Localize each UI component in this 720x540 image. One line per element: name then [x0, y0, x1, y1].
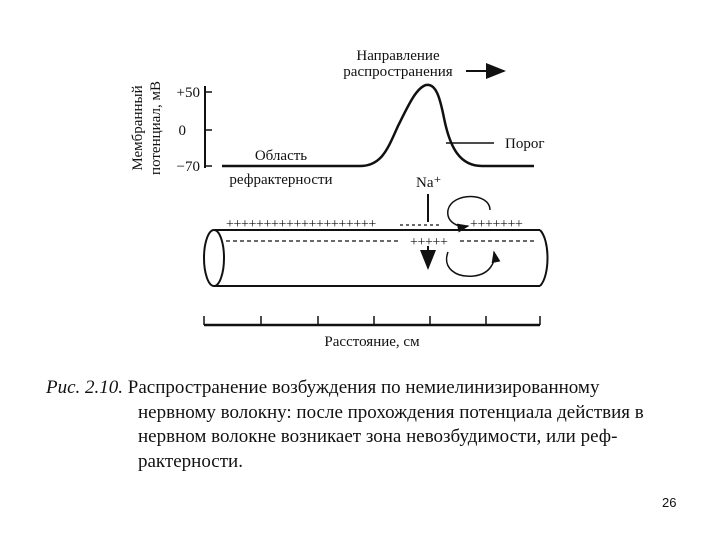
refractory-label-line2: рефрактерности: [229, 172, 332, 188]
inner-current-loop: [445, 250, 501, 277]
outer-positive-charges-left: ++++++++++++++++++++: [226, 217, 376, 232]
threshold-label: Порог: [505, 136, 545, 152]
caption-text-1: Распространение возбуждения по немиелини…: [127, 377, 600, 398]
sodium-ion-label: Na⁺: [416, 175, 441, 191]
y-axis-label: Мембранный потенциал, мВ: [130, 81, 164, 175]
y-axis-label-line2: потенциал, мВ: [148, 81, 164, 175]
outer-positive-charges-right: +++++++: [470, 217, 523, 232]
y-tick-label-50: +50: [177, 85, 200, 101]
y-tick-label-0: 0: [179, 123, 187, 139]
nerve-fiber-diagram: Мембранный потенциал, мВ +50 0 −70 Напра…: [130, 48, 549, 350]
inner-positive-charges: +++++: [410, 235, 448, 250]
caption-line-1: Рис. 2.10. Распространение возбуждения п…: [46, 376, 666, 401]
page-number: 26: [662, 495, 677, 510]
fiber-right-end: [539, 229, 549, 287]
caption-label: Рис. 2.10.: [46, 377, 124, 398]
direction-label-line1: Направление: [356, 48, 440, 64]
caption-line-4: рактерности.: [138, 450, 243, 472]
action-potential-curve: [222, 83, 534, 168]
caption-line-3: нервном волокне возникает зона невозбуди…: [138, 426, 618, 447]
outer-current-loop: [447, 195, 491, 233]
figure-caption: Рис. 2.10. Распространение возбуждения п…: [46, 376, 666, 474]
y-axis-label-line1: Мембранный: [130, 85, 146, 170]
refractory-label-line1: Область: [255, 148, 307, 164]
fiber-left-end: [203, 229, 225, 287]
direction-label-line2: распространения: [343, 64, 453, 80]
nerve-fiber-cylinder: [203, 229, 549, 287]
caption-line-2: нервному волокну: после прохождения поте…: [138, 401, 644, 423]
x-axis-label: Расстояние, см: [324, 334, 420, 350]
y-tick-label-minus70: −70: [177, 159, 200, 175]
